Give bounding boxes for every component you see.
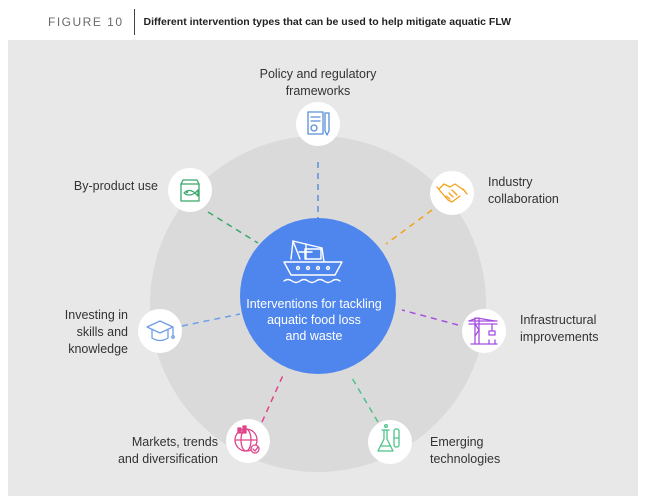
node-emerging-circle [368,420,412,464]
label-skills-line-1: Investing in [64,308,128,322]
figure-title: Different intervention types that can be… [143,16,512,28]
center-label-line-3: and waste [285,329,343,343]
connector-byproduct [207,211,259,244]
connector-emerging [351,377,379,423]
header-divider [133,9,135,35]
node-policy-circle [296,102,340,146]
node-skills-circle [138,309,182,353]
label-skills: Investing in skills and knowledge [40,307,128,358]
label-markets-line-1: Markets, trends [131,435,218,449]
node-industry-circle [430,171,474,215]
lab-flask-icon [377,424,400,452]
node-markets-circle [226,419,270,463]
label-emerging-line-1: Emerging [430,435,484,449]
crane-icon [468,317,498,345]
label-industry-line-2: collaboration [488,192,559,206]
label-infrastructure: Infrastructural improvements [520,312,630,346]
globe-chart-icon [234,425,260,454]
connector-skills [181,313,241,327]
fish-bag-icon [180,179,200,202]
label-infrastructure-line-2: improvements [520,330,599,344]
label-policy-line-2: frameworks [285,84,351,98]
handshake-icon [436,183,468,203]
center-circle [240,218,396,374]
fishing-vessel-icon [283,240,343,284]
center-label: Interventions for tackling aquatic food … [245,296,383,344]
node-infrastructure-circle [462,309,506,353]
center-label-line-1: Interventions for tackling [246,297,382,311]
label-emerging: Emerging technologies [430,434,540,468]
label-markets: Markets, trends and diversification [100,434,218,468]
connector-infrastructure [401,309,459,326]
graduation-cap-icon [146,320,175,342]
label-policy: Policy and regulatory frameworks [238,66,398,100]
label-policy-line-1: Policy and regulatory [259,67,377,81]
center-label-line-2: aquatic food loss [267,313,361,327]
figure-header: FIGURE 10 Different intervention types t… [48,8,511,36]
label-infrastructure-line-1: Infrastructural [520,313,597,327]
label-byproduct-line-1: By-product use [73,179,158,193]
connector-industry [385,209,433,245]
certificate-pen-icon [307,111,330,136]
label-industry-line-1: Industry [488,175,533,189]
label-emerging-line-2: technologies [430,452,501,466]
connector-markets [261,372,285,423]
label-markets-line-2: and diversification [117,452,218,466]
label-byproduct: By-product use [46,178,158,195]
label-skills-line-3: knowledge [68,342,128,356]
label-skills-line-2: skills and [76,325,128,339]
label-industry: Industry collaboration [488,174,598,208]
figure-number: FIGURE 10 [48,15,124,29]
